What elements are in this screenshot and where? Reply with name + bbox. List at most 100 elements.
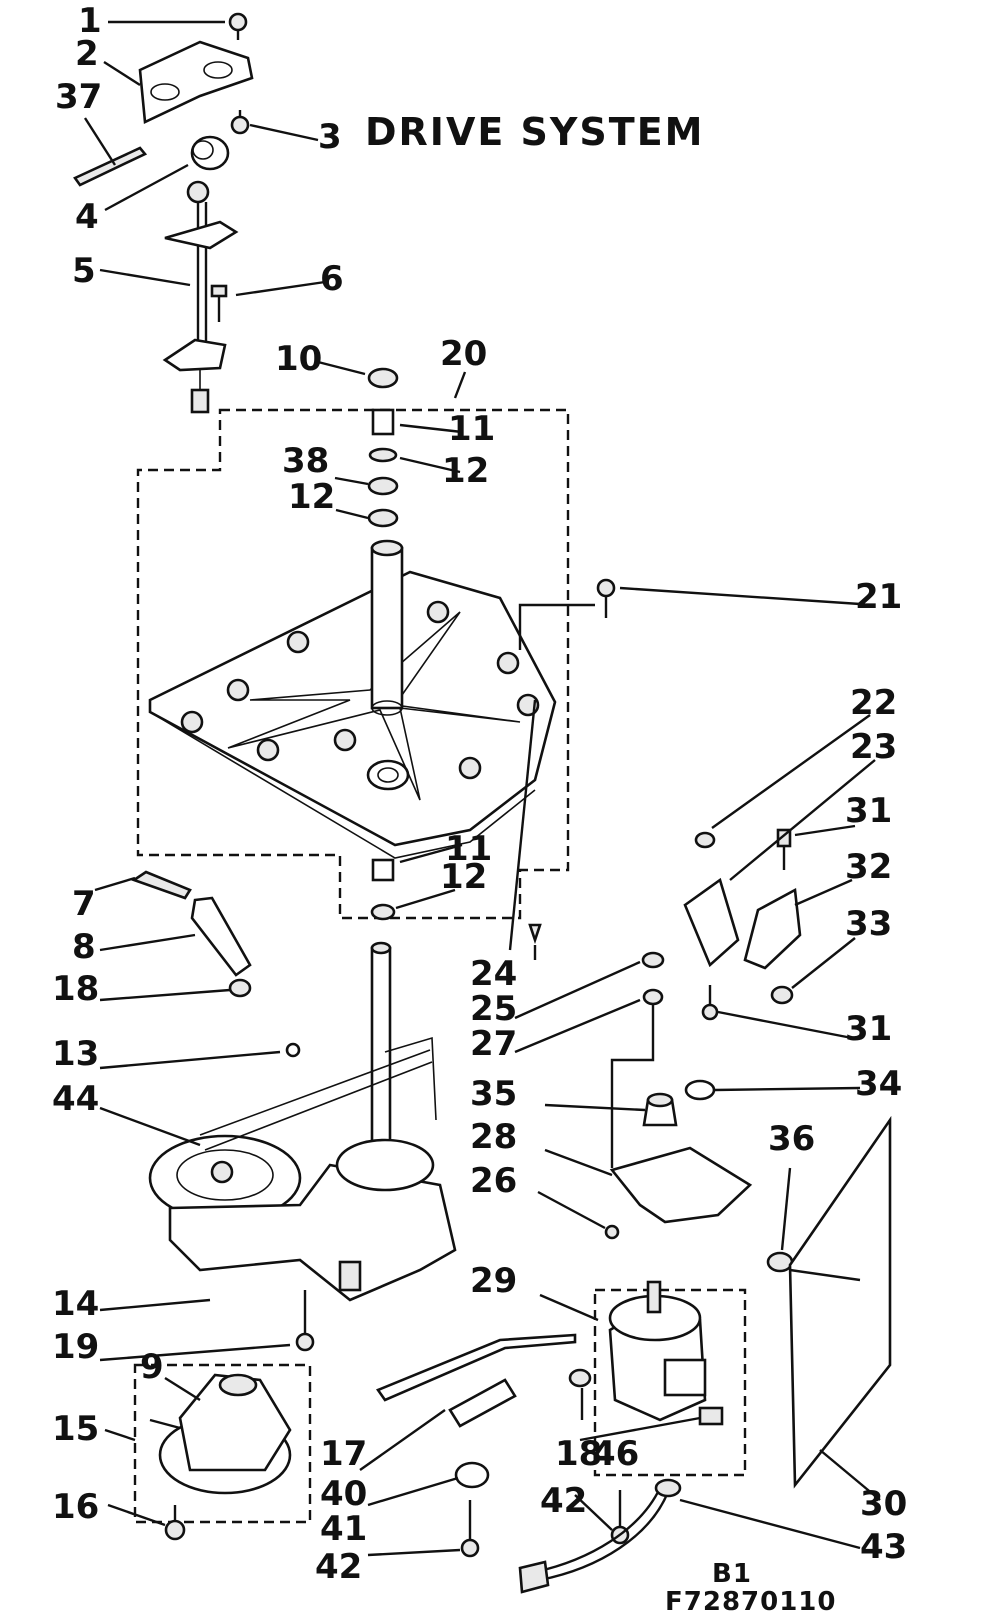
part-3-screw: [230, 110, 250, 135]
part-7-bolt: [131, 870, 192, 900]
callout-29: 29: [470, 1261, 517, 1301]
callout-25: 25: [470, 989, 517, 1029]
part-33-nut: [770, 985, 794, 1005]
callout-18a: 18: [52, 969, 99, 1009]
callout-13: 13: [52, 1034, 99, 1074]
callout-36: 36: [768, 1119, 815, 1159]
part-20-transmission-plate: [148, 539, 557, 859]
callout-4: 4: [75, 197, 99, 237]
part-22-nut: [694, 831, 716, 849]
part-32-bracket: [743, 887, 802, 970]
callout-22: 22: [850, 683, 897, 723]
callout-24: 24: [470, 954, 517, 994]
part-21-clip: [596, 578, 616, 618]
assembly-outline-20: [136, 408, 570, 920]
parts-11-12-lower: [370, 858, 396, 921]
callout-27: 27: [470, 1024, 517, 1064]
callout-32: 32: [845, 847, 892, 887]
callout-40: 40: [320, 1474, 367, 1514]
callout-21: 21: [855, 577, 902, 617]
part-23-bracket: [683, 877, 740, 968]
callout-41: 41: [320, 1509, 367, 1549]
callout-42a: 42: [540, 1481, 587, 1521]
leader-lines: [83, 20, 881, 1557]
diagram-title: DRIVE SYSTEM: [365, 110, 705, 154]
callout-11a: 11: [448, 409, 495, 449]
part-34-cap: [684, 1079, 716, 1101]
assembly-outline-29: [593, 1288, 747, 1477]
callout-15: 15: [52, 1409, 99, 1449]
footer-id: F72870110: [665, 1587, 837, 1617]
callout-26: 26: [470, 1161, 517, 1201]
callout-34: 34: [855, 1064, 902, 1104]
callout-12c: 12: [440, 857, 487, 897]
callout-46: 46: [592, 1434, 639, 1474]
part-36-bushing: [766, 1251, 794, 1273]
callout-33: 33: [845, 904, 892, 944]
part-24-pin: [528, 923, 542, 945]
part-8-bracket: [190, 896, 252, 977]
part-18-nut: [228, 978, 252, 998]
callout-6: 6: [320, 259, 344, 299]
callout-31a: 31: [845, 791, 892, 831]
part-25-nut: [641, 951, 665, 969]
callout-7: 7: [72, 884, 96, 924]
part-2-bracket: [138, 40, 254, 124]
parts-10-11-12-38-stack: [367, 367, 399, 528]
part-6-bolt: [210, 284, 228, 322]
callout-10: 10: [275, 339, 322, 379]
part-30-panel: [788, 1115, 892, 1489]
callout-31b: 31: [845, 1009, 892, 1049]
callout-3: 3: [318, 117, 342, 157]
part-19-screw: [295, 1290, 315, 1352]
callout-28: 28: [470, 1117, 517, 1157]
gearcase-assembly: [148, 941, 457, 1302]
part-4-knob: [190, 135, 230, 171]
callout-14: 14: [52, 1284, 99, 1324]
callout-2: 2: [75, 34, 99, 74]
part-42-screw-lower: [460, 1500, 480, 1558]
callout-8: 8: [72, 927, 96, 967]
part-31-bolt-lower: [701, 985, 719, 1021]
callout-12b: 12: [288, 477, 335, 517]
part-5-shaft-assembly: [162, 180, 239, 414]
part-40-sleeve: [448, 1378, 517, 1428]
part-1-screw: [228, 12, 248, 40]
part-16-screw: [164, 1505, 186, 1541]
part-29-motor: [608, 1280, 707, 1422]
part-43-harness: [518, 1478, 682, 1594]
assembly-outline-15: [133, 1363, 312, 1524]
callout-12a: 12: [442, 451, 489, 491]
part-27-washer: [642, 988, 664, 1006]
part-41-clamp: [454, 1461, 490, 1489]
callout-20: 20: [440, 334, 487, 374]
part-37-pin: [73, 146, 148, 187]
callout-18b: 18: [555, 1434, 602, 1474]
part-35-grommet: [642, 1092, 678, 1127]
callout-5: 5: [72, 251, 96, 291]
part-15-pump: [149, 1373, 292, 1495]
footer-code: B1: [712, 1559, 752, 1589]
part-17-belt: [376, 1333, 577, 1402]
part-18-nut-motor: [568, 1368, 592, 1388]
callout-35: 35: [470, 1074, 517, 1114]
callout-11b: 11: [445, 829, 492, 869]
callout-38: 38: [282, 441, 329, 481]
callout-44: 44: [52, 1079, 99, 1119]
callout-9: 9: [140, 1347, 164, 1387]
part-26-screw: [604, 1224, 620, 1240]
callout-1: 1: [78, 1, 102, 41]
callout-19: 19: [52, 1327, 99, 1367]
part-28-bracket: [609, 1146, 753, 1224]
part-13-ball: [285, 1042, 301, 1058]
callout-43: 43: [860, 1527, 907, 1567]
callout-17: 17: [320, 1434, 367, 1474]
callout-16: 16: [52, 1487, 99, 1527]
part-46-connector: [698, 1406, 724, 1426]
callout-42b: 42: [315, 1547, 362, 1587]
callout-30: 30: [860, 1484, 907, 1524]
callout-37: 37: [55, 77, 102, 117]
callout-23: 23: [850, 727, 897, 767]
